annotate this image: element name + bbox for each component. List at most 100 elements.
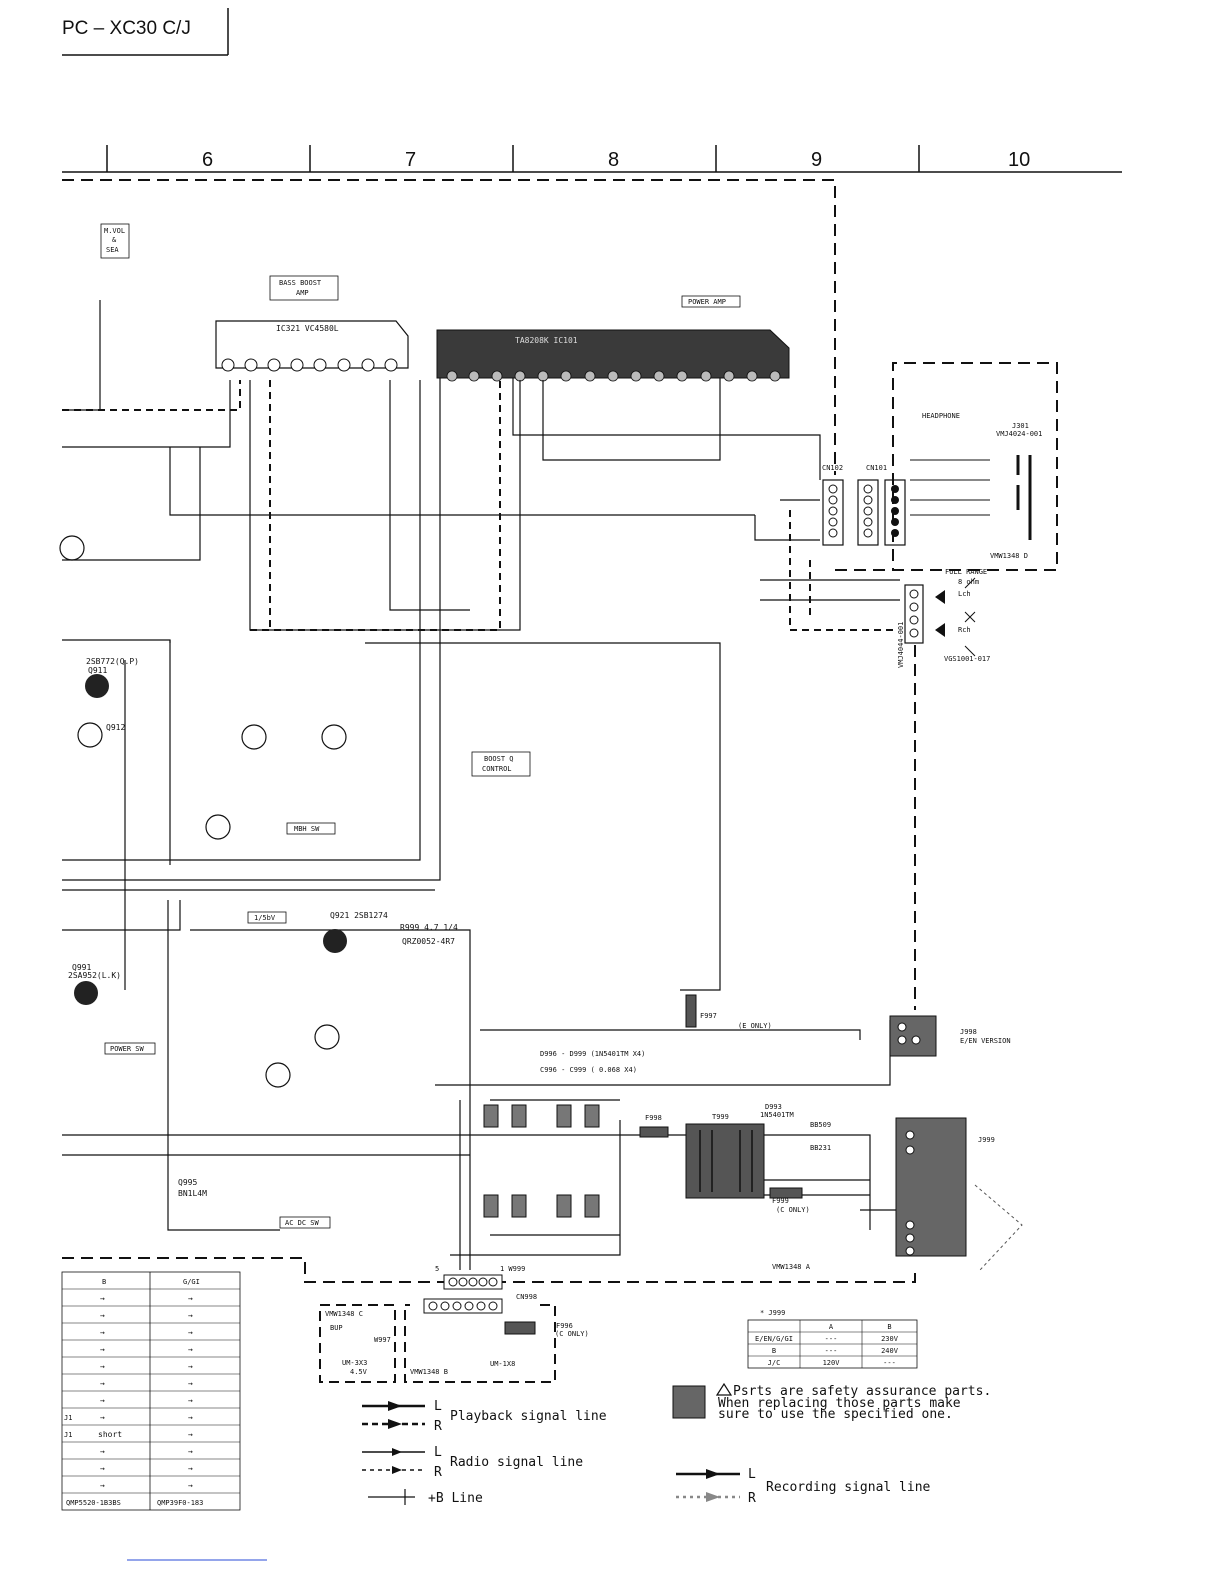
- table-cell: →: [188, 1430, 193, 1439]
- svg-text:1 W999: 1 W999: [500, 1265, 525, 1273]
- table-cell: →: [100, 1481, 105, 1490]
- svg-text:QRZ0052-4R7: QRZ0052-4R7: [402, 937, 455, 946]
- svg-text:Q911: Q911: [88, 666, 107, 675]
- svg-text:VMW1348 B: VMW1348 B: [410, 1368, 448, 1376]
- column-ruler: 6 7 8 9 10: [62, 145, 1122, 173]
- ic321-opamp: IC321 VC4580L: [215, 320, 409, 372]
- safety-note: When replacing those parts make: [718, 1396, 961, 1411]
- table-cell: →: [188, 1379, 193, 1388]
- table-cell: short: [98, 1430, 122, 1439]
- svg-text:Lch: Lch: [958, 590, 971, 598]
- transistors: [59, 535, 347, 1088]
- table-cell: →: [188, 1294, 193, 1303]
- svg-text:W997: W997: [374, 1336, 391, 1344]
- power-supply: T999 F998 F997 (E ONLY) F999 (C ONLY) D9…: [483, 994, 831, 1271]
- table-cell: →: [188, 1311, 193, 1320]
- svg-text:F996: F996: [556, 1322, 573, 1330]
- svg-text:VMJ4044-001: VMJ4044-001: [897, 622, 905, 668]
- table-cell: J/C: [768, 1359, 781, 1367]
- ac-dc-sw-label: AC DC SW: [279, 1216, 331, 1229]
- ic101-power-amp: TA8208K IC101: [436, 329, 790, 382]
- svg-text:HEADPHONE: HEADPHONE: [922, 412, 960, 420]
- power-amp-label: POWER AMP: [681, 295, 741, 308]
- signal-wiring: [62, 300, 900, 1270]
- recording-signal-label: Recording signal line: [766, 1480, 931, 1495]
- svg-text:VMW1348 A: VMW1348 A: [772, 1263, 811, 1271]
- svg-text:F999: F999: [772, 1197, 789, 1205]
- table-cell: 240V: [881, 1347, 899, 1355]
- svg-text:E/EN VERSION: E/EN VERSION: [960, 1037, 1011, 1045]
- svg-text:CN998: CN998: [516, 1293, 537, 1301]
- svg-text:UM-3X3: UM-3X3: [342, 1359, 367, 1367]
- column-number: 10: [1008, 149, 1030, 171]
- table-header: A: [829, 1323, 834, 1331]
- table-cell: →: [100, 1447, 105, 1456]
- svg-text:J301: J301: [1012, 422, 1029, 430]
- headphone-jack: HEADPHONE J301 VMJ4024-001 VMW1348 D: [910, 412, 1042, 560]
- svg-text:R: R: [748, 1491, 756, 1506]
- speaker-outputs: FULL RANGE 8 ohm Lch Rch VGS1001-017 VMJ…: [897, 568, 990, 668]
- table-cell: E/EN/G/GI: [755, 1335, 793, 1343]
- svg-text:BB509: BB509: [810, 1121, 831, 1129]
- svg-text:BN1L4M: BN1L4M: [178, 1189, 207, 1198]
- table-cell: →: [100, 1311, 105, 1320]
- svg-text:Rch: Rch: [958, 626, 971, 634]
- svg-text:VMW1348 D: VMW1348 D: [990, 552, 1028, 560]
- transistor-labels: 2SB772(Q.P) Q911 Q912 Q921 2SB1274 Q991 …: [68, 657, 458, 1198]
- table-cell: ---: [825, 1335, 838, 1343]
- svg-text:R: R: [434, 1419, 442, 1434]
- connector-cn101: CN101: [857, 464, 906, 546]
- svg-text:C996 - C999 ( 0.068 X4): C996 - C999 ( 0.068 X4): [540, 1066, 637, 1074]
- svg-text:POWER SW: POWER SW: [110, 1045, 145, 1053]
- table-cell: →: [100, 1396, 105, 1405]
- table-cell: →: [100, 1328, 105, 1337]
- table-cell: →: [100, 1345, 105, 1354]
- table-cell: B: [772, 1347, 776, 1355]
- b-line-label: +B Line: [428, 1491, 483, 1506]
- svg-text:MBH SW: MBH SW: [294, 825, 320, 833]
- table-footer: QMP39F0-183: [157, 1499, 203, 1507]
- ac-inlet-j998: J998 E/EN VERSION: [889, 1015, 1011, 1057]
- j999-table-title: * J999: [760, 1309, 785, 1317]
- svg-text:VMJ4024-001: VMJ4024-001: [996, 430, 1042, 438]
- model-header: PC – XC30 C/J: [62, 8, 229, 56]
- safety-note: Psrts are safety assurance parts.: [733, 1384, 991, 1399]
- svg-text:5: 5: [435, 1265, 439, 1273]
- svg-text:(E ONLY): (E ONLY): [738, 1022, 772, 1030]
- svg-text:Q991: Q991: [72, 963, 91, 972]
- svg-text:(C ONLY): (C ONLY): [776, 1206, 810, 1214]
- svg-text:BB231: BB231: [810, 1144, 831, 1152]
- svg-text:F997: F997: [700, 1012, 717, 1020]
- ic321-label: IC321 VC4580L: [276, 324, 339, 333]
- svg-text:R: R: [434, 1465, 442, 1480]
- svg-text:T999: T999: [712, 1113, 729, 1121]
- legend: L R Playback signal line L R Radio signa…: [362, 1382, 991, 1506]
- svg-text:2SA952(L.K): 2SA952(L.K): [68, 971, 121, 980]
- column-number: 6: [202, 149, 213, 171]
- svg-text:Q912: Q912: [106, 723, 125, 732]
- table-cell: →: [100, 1379, 105, 1388]
- connector-w999: 5 1 W999: [435, 1265, 525, 1290]
- mbh-sw-label: MBH SW: [286, 822, 336, 835]
- radio-signal-label: Radio signal line: [450, 1455, 583, 1470]
- battery-labels: VMW1348 C BUP W997 UM-3X3 4.5V VMW1348 B…: [325, 1310, 589, 1376]
- table-cell: →: [188, 1447, 193, 1456]
- table-cell: →: [100, 1464, 105, 1473]
- svg-text:J999: J999: [978, 1136, 995, 1144]
- table-cell: →: [188, 1481, 193, 1490]
- svg-text:BASS BOOST: BASS BOOST: [279, 279, 322, 287]
- voltage-selector-j999: J999: [895, 1117, 1023, 1271]
- svg-text:Q995: Q995: [178, 1178, 197, 1187]
- table-cell: →: [100, 1413, 105, 1422]
- svg-text:BUP: BUP: [330, 1324, 343, 1332]
- svg-text:UM-1X8: UM-1X8: [490, 1360, 515, 1368]
- svg-text:D993: D993: [765, 1103, 782, 1111]
- svg-text:AC DC SW: AC DC SW: [285, 1219, 320, 1227]
- svg-text:1/5bV: 1/5bV: [254, 914, 276, 922]
- dashed-signal-lines: [62, 380, 893, 631]
- column-number: 7: [405, 149, 416, 171]
- battery-boxes: [319, 1304, 556, 1383]
- table-cell: →: [100, 1294, 105, 1303]
- svg-text:(C ONLY): (C ONLY): [555, 1330, 589, 1338]
